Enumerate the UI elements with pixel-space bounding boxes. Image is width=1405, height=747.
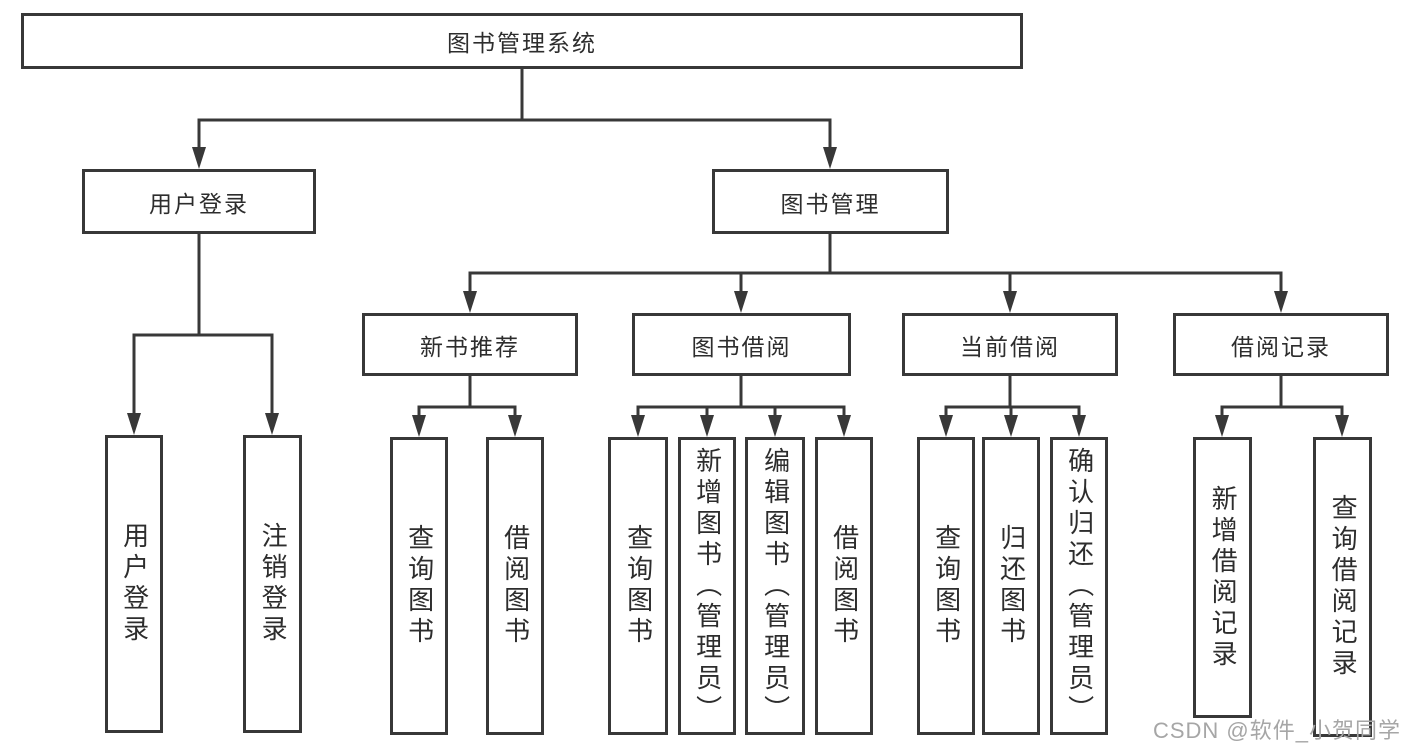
leaf-user-login: 用户登录 [105, 435, 163, 733]
leaf-label: 编辑图书（管理员） [760, 446, 791, 726]
leaf-logout-login: 注销登录 [243, 435, 302, 733]
leaf-label: 借阅图书 [500, 524, 531, 648]
leaf-borrow-add-book-admin: 新增图书（管理员） [678, 437, 736, 735]
node-book-borrow: 图书借阅 [632, 313, 851, 376]
node-label: 借阅记录 [1231, 333, 1331, 360]
node-user-login: 用户登录 [82, 169, 316, 234]
leaf-label: 查询图书 [404, 524, 435, 648]
leaf-current-return-book: 归还图书 [982, 437, 1040, 735]
leaf-recommend-query-book: 查询图书 [390, 437, 448, 735]
node-label: 当前借阅 [960, 333, 1060, 360]
leaf-label: 借阅图书 [829, 524, 860, 648]
leaf-records-add-borrow-record: 新增借阅记录 [1193, 437, 1252, 718]
leaf-label: 新增借阅记录 [1208, 484, 1239, 671]
node-label: 图书管理 [780, 190, 881, 217]
leaf-label: 查询图书 [623, 524, 654, 648]
leaf-current-query-book: 查询图书 [917, 437, 975, 735]
leaf-label: 确认归还（管理员） [1064, 446, 1095, 726]
node-label: 新书推荐 [420, 333, 520, 360]
leaf-records-query-borrow-record: 查询借阅记录 [1313, 437, 1372, 737]
leaf-recommend-borrow-book: 借阅图书 [486, 437, 544, 735]
leaf-current-confirm-return-admin: 确认归还（管理员） [1050, 437, 1108, 735]
leaf-borrow-borrow-book: 借阅图书 [815, 437, 873, 735]
node-label: 图书管理系统 [447, 30, 597, 56]
node-book-management: 图书管理 [712, 169, 949, 234]
node-library-management-system: 图书管理系统 [21, 13, 1023, 69]
csdn-watermark: CSDN @软件_小贺同学 [1152, 718, 1401, 743]
node-current-borrow: 当前借阅 [902, 313, 1118, 376]
leaf-label: 归还图书 [996, 524, 1027, 648]
leaf-label: 注销登录 [258, 522, 289, 646]
leaf-label: 用户登录 [119, 522, 150, 646]
node-borrow-records: 借阅记录 [1173, 313, 1389, 376]
node-label: 用户登录 [149, 190, 249, 217]
leaf-borrow-query-book: 查询图书 [608, 437, 668, 735]
leaf-borrow-edit-book-admin: 编辑图书（管理员） [745, 437, 805, 735]
leaf-label: 新增图书（管理员） [692, 446, 723, 726]
node-label: 图书借阅 [691, 333, 792, 360]
leaf-label: 查询图书 [931, 524, 962, 648]
node-new-book-recommend: 新书推荐 [362, 313, 578, 376]
leaf-label: 查询借阅记录 [1328, 494, 1359, 680]
